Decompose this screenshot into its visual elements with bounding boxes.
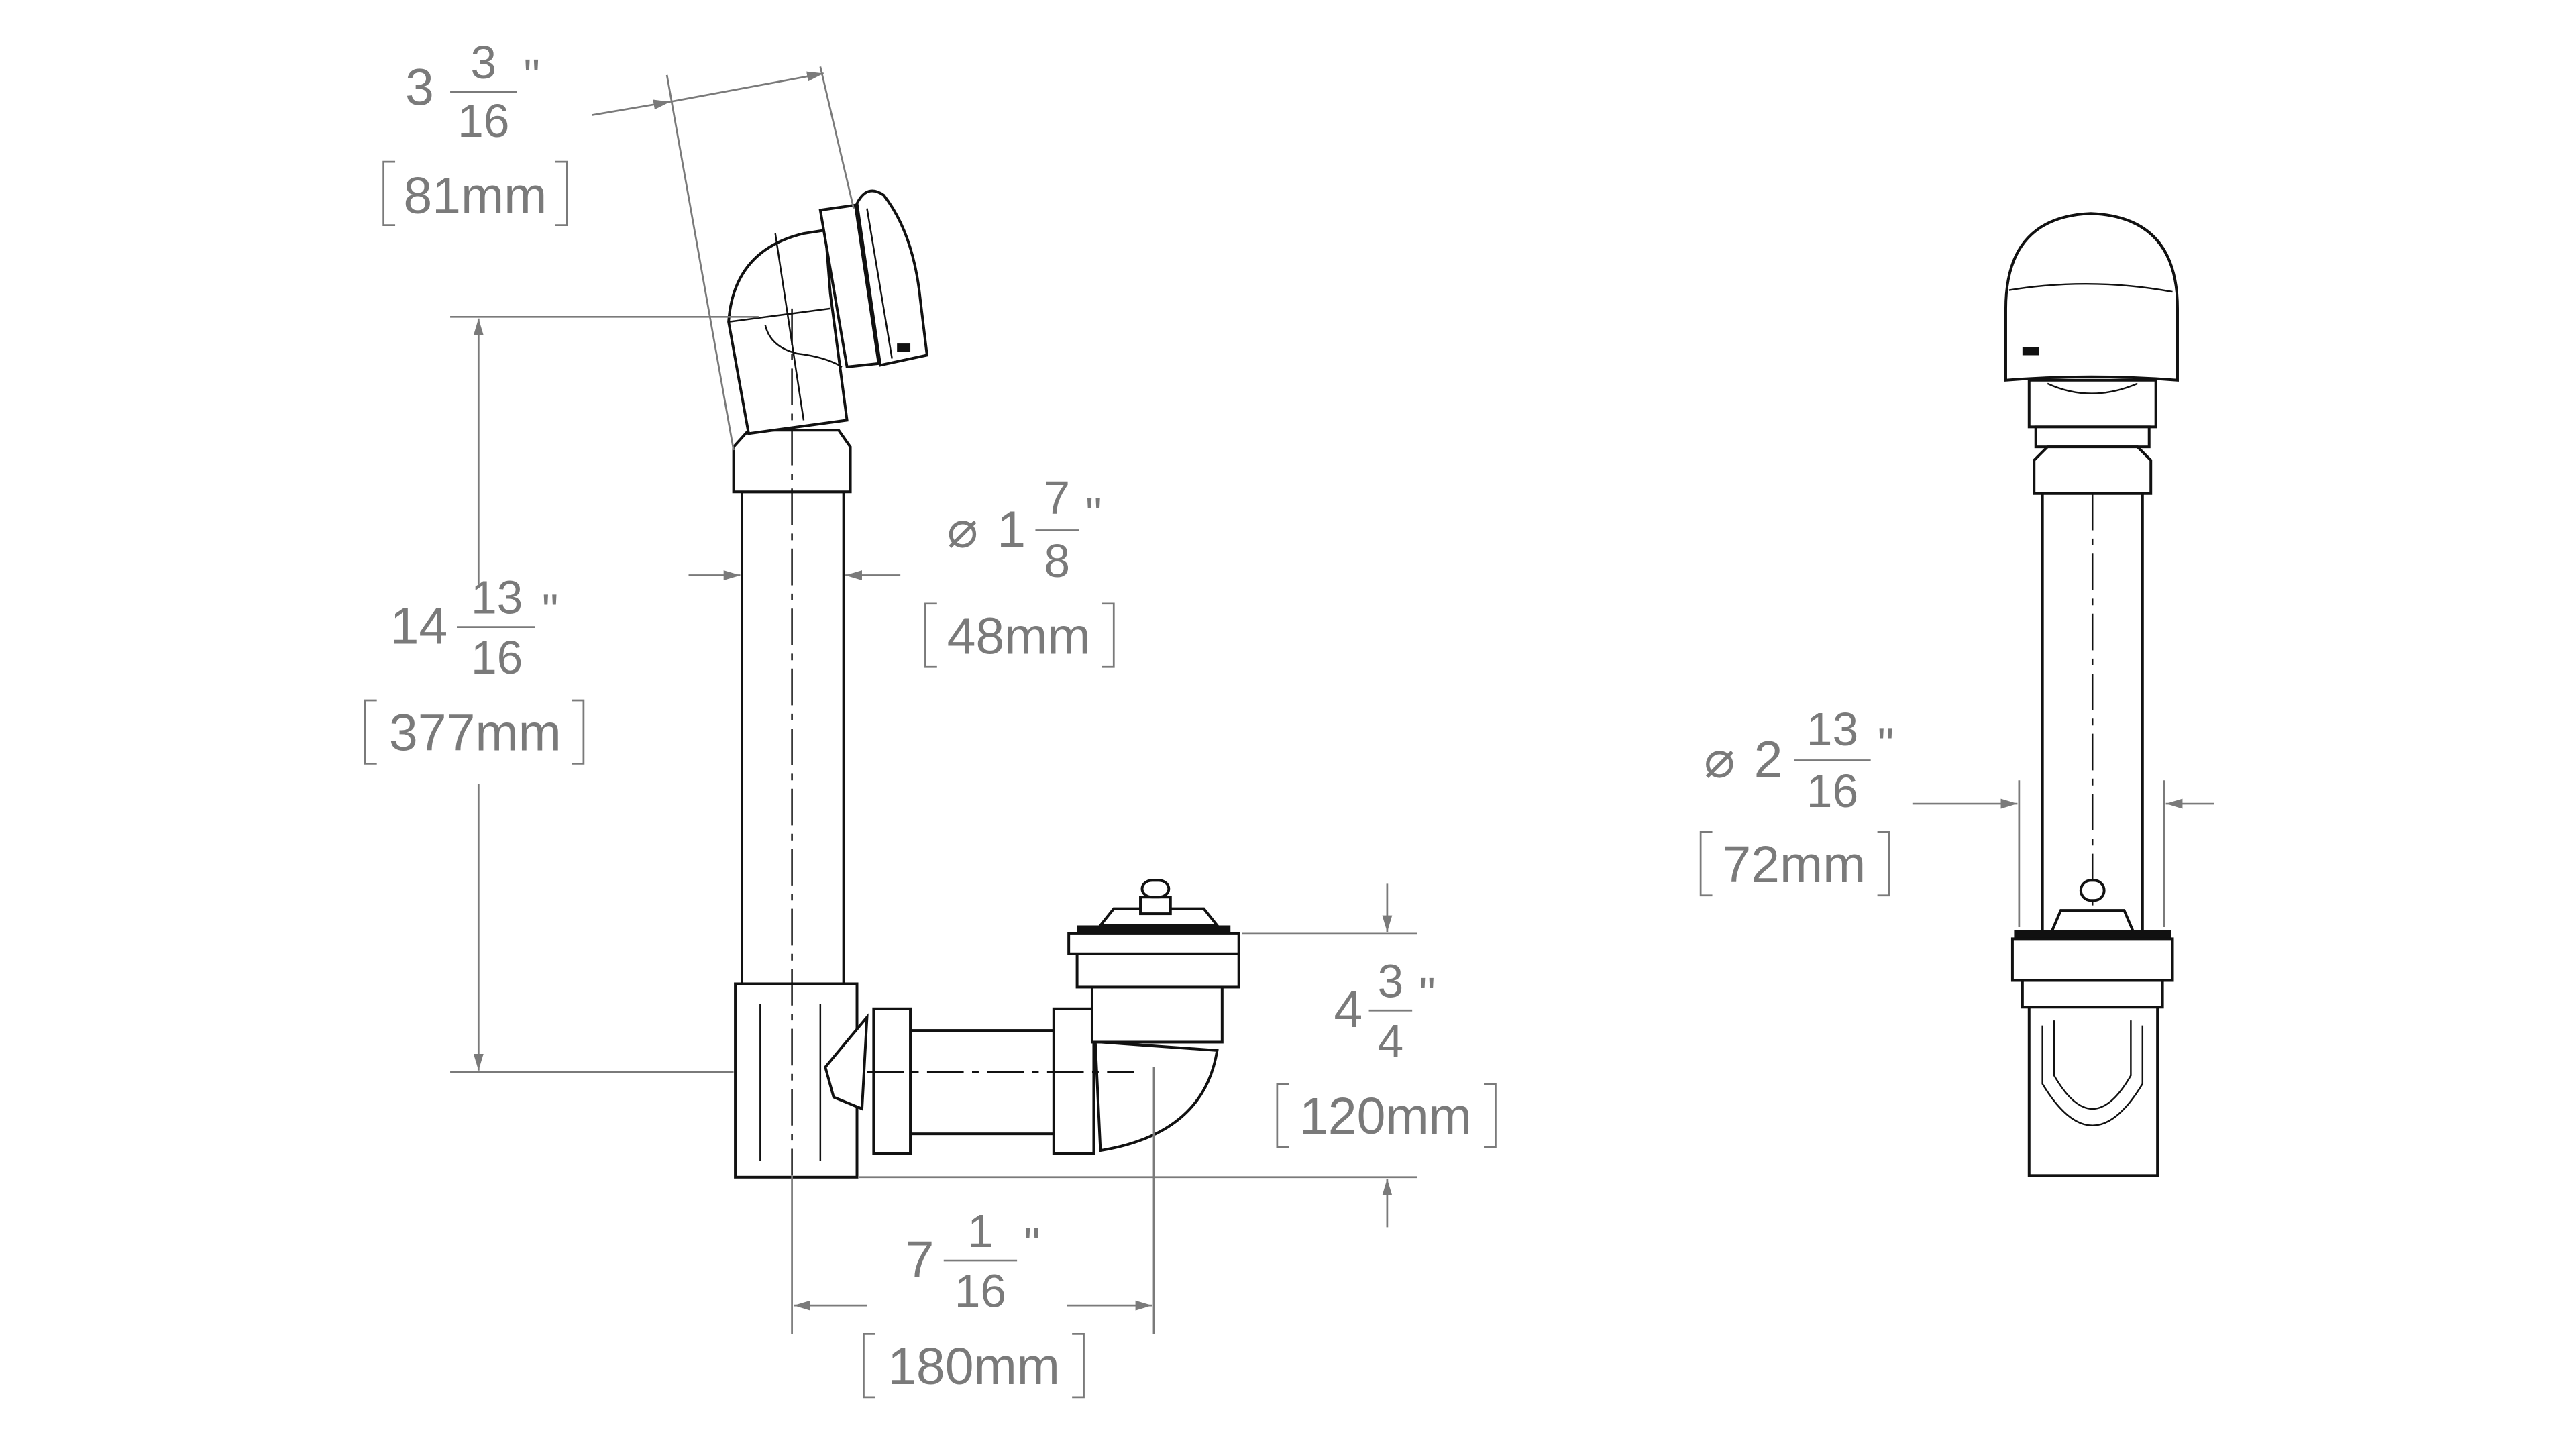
dim-unit: " (1878, 718, 1894, 770)
diameter-symbol: ⌀ (947, 500, 978, 558)
dim-metric: 180mm (888, 1338, 1060, 1395)
dim-whole: 4 (1334, 981, 1362, 1038)
dim-whole: 14 (390, 597, 448, 655)
dim-metric: 377mm (389, 704, 561, 762)
dim-numerator: 3 (470, 36, 496, 89)
drain-shoe (1067, 879, 1240, 1152)
dim-numerator: 13 (1807, 703, 1858, 755)
dim-denominator: 4 (1378, 1015, 1404, 1067)
dimension-drain-offset: 7 1 16 " 180mm (863, 1205, 1085, 1399)
dim-unit: " (523, 50, 540, 102)
dim-unit: " (1024, 1218, 1040, 1271)
dim-numerator: 13 (471, 572, 523, 624)
dim-metric: 81mm (403, 167, 547, 225)
dim-metric: 48mm (947, 607, 1091, 665)
overflow-faceplate (2004, 212, 2179, 382)
dim-numerator: 7 (1044, 472, 1070, 524)
dimension-drain-height: 4 3 4 " 120mm (1276, 955, 1497, 1148)
dim-denominator: 16 (955, 1265, 1006, 1318)
dim-unit: " (1419, 968, 1436, 1020)
side-view-drain-assembly (727, 189, 1240, 1179)
dim-unit: " (542, 585, 559, 637)
dim-numerator: 3 (1378, 955, 1404, 1007)
overflow-elbow (727, 189, 929, 435)
dimension-lines-side (450, 66, 1417, 1334)
dimension-pipe-diameter: ⌀ 1 7 8 " 48mm (924, 472, 1115, 668)
front-view-drain-assembly (2004, 212, 2179, 1177)
dim-whole: 7 (906, 1231, 934, 1289)
dim-unit: " (1085, 488, 1102, 540)
dim-denominator: 16 (458, 95, 509, 147)
diameter-symbol: ⌀ (1704, 731, 1735, 788)
dim-metric: 72mm (1722, 836, 1866, 894)
dim-denominator: 16 (1807, 765, 1858, 817)
dim-whole: 1 (997, 500, 1026, 558)
dimension-overall-height: 14 13 16 " 377mm (364, 572, 585, 765)
dimension-faceplate-diameter: ⌀ 2 13 16 " 72mm (1699, 703, 1894, 897)
dim-whole: 2 (1754, 731, 1783, 788)
dim-metric: 120mm (1299, 1087, 1472, 1145)
horizontal-pipe (824, 1007, 1095, 1155)
dim-denominator: 8 (1044, 535, 1070, 587)
dim-denominator: 16 (471, 631, 523, 684)
dimension-overflow-depth: 3 3 16 " 81mm (382, 36, 568, 226)
dim-numerator: 1 (967, 1205, 994, 1257)
dim-whole: 3 (405, 59, 434, 117)
dimension-lines-front (1912, 780, 2214, 927)
